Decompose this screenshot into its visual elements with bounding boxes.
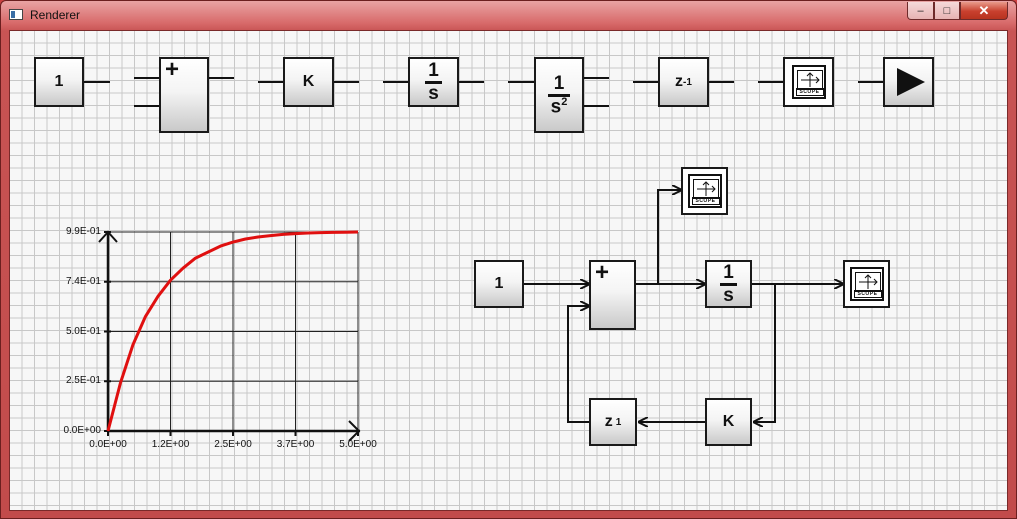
palette-integrator-den: s <box>425 81 442 103</box>
palette-scope-block[interactable]: SCOPE <box>783 57 834 107</box>
diagram-constant-block[interactable]: 1 <box>474 260 524 308</box>
palette-double-integrator-den: s <box>550 96 562 118</box>
palette-gain-label: K <box>302 73 315 90</box>
run-simulation-button[interactable] <box>883 57 934 107</box>
diagram-gain-label: K <box>722 413 735 430</box>
palette-double-integrator-exp: 2 <box>561 95 568 108</box>
palette-double-integrator-num: 1 <box>553 72 565 94</box>
maximize-button[interactable]: □ <box>934 2 960 20</box>
wire-integrator-to-gain <box>754 284 776 422</box>
palette-constant-label: 1 <box>54 73 64 90</box>
chart-y-tick-label: 7.4E-01 <box>65 275 101 287</box>
scope-icon: SCOPE <box>849 267 884 301</box>
diagram-gain-block[interactable]: K <box>705 398 752 446</box>
minimize-button[interactable]: – <box>907 2 934 20</box>
chart-x-tick-label: 0.0E+00 <box>89 439 127 450</box>
chart-y-tick-label: 0.0E+00 <box>63 425 101 436</box>
chart-y-tick-label: 5.0E-01 <box>65 325 101 337</box>
diagram-sum-plus-icon: + <box>595 259 610 286</box>
diagram-sum-block[interactable]: + <box>589 259 636 330</box>
wire-sum-to-scope-top <box>657 190 681 284</box>
chart-y-tick-label: 9.9E-01 <box>65 226 101 237</box>
chart-x-tick-label: 1.2E+00 <box>151 439 190 450</box>
palette-integrator-num: 1 <box>428 60 439 81</box>
palette-gain-block[interactable]: K <box>283 57 334 107</box>
chart-y-tick-label: 2.5E-01 <box>65 375 101 387</box>
chart-x-tick-label: 3.7E+00 <box>276 439 315 450</box>
diagram-scope-top-text: SCOPE <box>691 197 720 205</box>
diagram-integrator-den: s <box>720 283 737 305</box>
maximize-icon: □ <box>943 4 951 17</box>
play-icon <box>896 68 925 96</box>
scope-icon: SCOPE <box>791 65 826 99</box>
wires-layer <box>84 77 883 511</box>
minimize-icon: – <box>917 4 924 17</box>
palette-scope-text: SCOPE <box>795 88 824 96</box>
chart-x-tick-label: 5.0E+00 <box>339 439 377 450</box>
palette-constant-block[interactable]: 1 <box>34 57 84 107</box>
palette-sum-plus-icon: + <box>165 56 180 83</box>
wire-delay-to-sum <box>567 306 589 423</box>
palette-delay-label: z <box>675 73 684 90</box>
close-button[interactable]: ✕ <box>960 2 1008 20</box>
palette-sum-block[interactable]: + <box>159 56 209 133</box>
close-icon: ✕ <box>978 2 990 18</box>
diagram-integrator-num: 1 <box>723 262 734 283</box>
diagram-scope-top-block[interactable]: SCOPE <box>681 167 728 215</box>
diagram-scope-right-text: SCOPE <box>853 290 882 298</box>
diagram-delay-exp: 1 <box>615 416 622 428</box>
scope-icon: SCOPE <box>687 174 722 208</box>
palette-delay-block[interactable]: z-1 <box>658 57 709 107</box>
window-app-icon <box>9 9 23 20</box>
chart-x-tick-label: 2.5E+00 <box>214 439 252 450</box>
diagram-delay-label: z <box>604 413 613 430</box>
title-bar[interactable]: Renderer – □ ✕ <box>1 1 1016 29</box>
diagram-constant-label: 1 <box>494 275 504 292</box>
palette-delay-exp: -1 <box>683 76 692 88</box>
diagram-scope-right-block[interactable]: SCOPE <box>843 260 890 308</box>
window-title: Renderer <box>30 8 81 22</box>
